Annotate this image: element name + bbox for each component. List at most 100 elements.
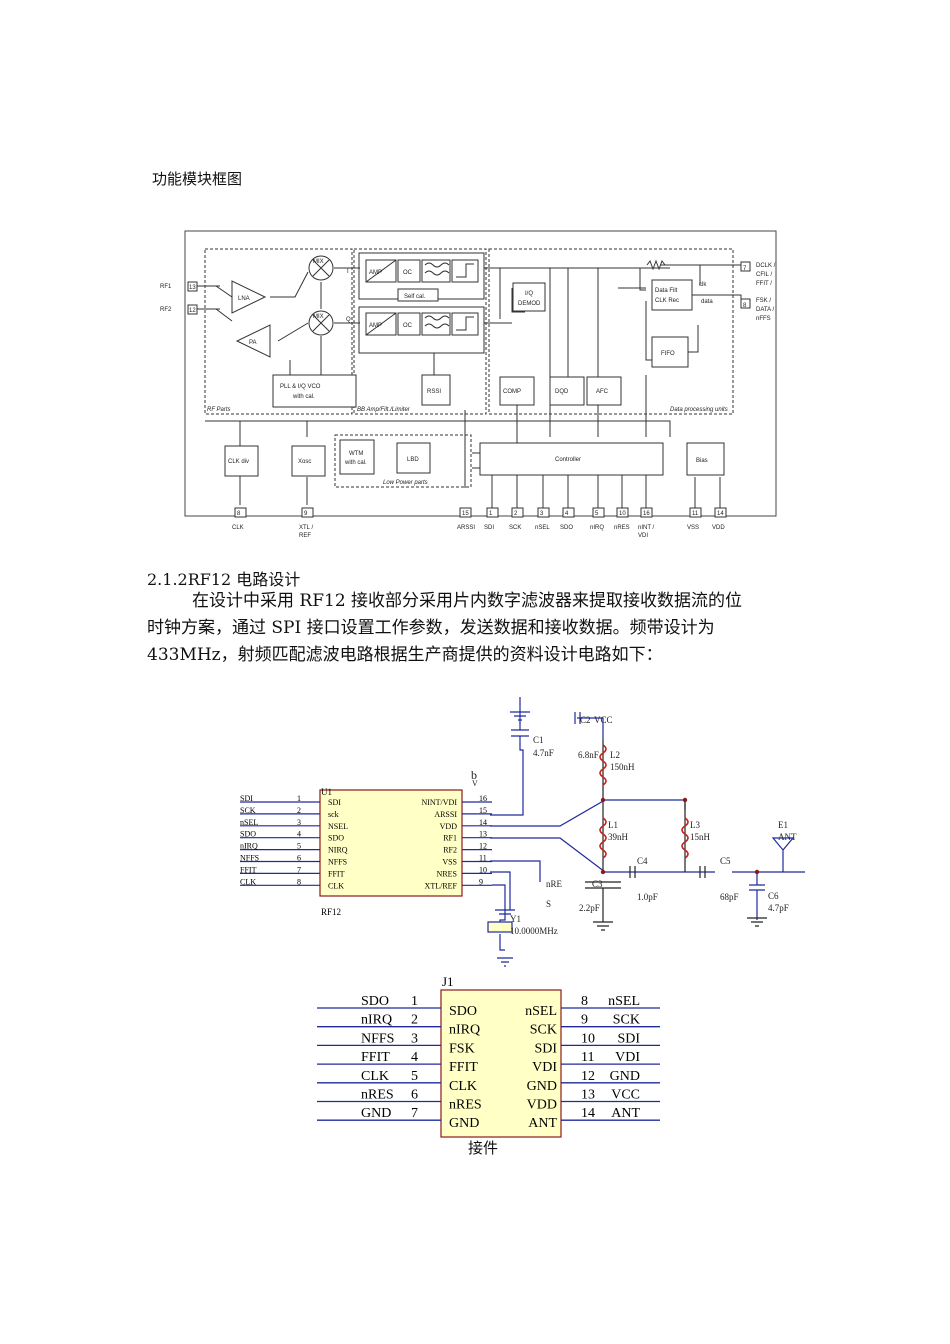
net-label: CLK — [240, 877, 256, 886]
pin-label: XTL / — [299, 525, 313, 531]
svg-text:FFIT /: FFIT / — [756, 281, 772, 287]
svg-text:ANT: ANT — [778, 832, 797, 842]
pin-number: 12 — [479, 842, 487, 851]
pin-number: 2 — [297, 806, 301, 815]
pin-label: SCK — [509, 525, 521, 531]
pin-box — [486, 507, 499, 518]
svg-text:RF1: RF1 — [160, 284, 172, 290]
pin-name: SDI — [328, 798, 341, 807]
svg-text:10.0000MHz: 10.0000MHz — [510, 926, 558, 936]
pin-name: CLK — [328, 881, 344, 890]
pin-number: 2 — [514, 511, 518, 517]
svg-text:FSK /: FSK / — [756, 298, 771, 304]
svg-text:E1: E1 — [778, 820, 788, 830]
pin-box — [616, 507, 629, 518]
pin-box — [689, 507, 702, 518]
pin-box — [459, 507, 472, 518]
pin-number: 6 — [411, 1088, 418, 1103]
svg-text:CFIL /: CFIL / — [756, 272, 772, 278]
svg-text:DATA /: DATA / — [756, 307, 774, 313]
svg-text:LNA: LNA — [238, 296, 250, 302]
net-label: GND — [610, 1069, 640, 1084]
connector-caption: 接件 — [468, 1139, 499, 1157]
pin-number: 2 — [411, 1013, 418, 1028]
svg-text:clk: clk — [699, 282, 707, 288]
pin-name: NSEL — [328, 822, 348, 831]
svg-text:MIX: MIX — [313, 259, 324, 265]
pin-number: 4 — [411, 1050, 418, 1065]
pin-label: VDD — [712, 525, 725, 531]
pin-box — [234, 507, 247, 518]
svg-text:13: 13 — [189, 285, 196, 291]
svg-text:4.7nF: 4.7nF — [533, 748, 554, 758]
svg-text:L2: L2 — [610, 750, 620, 760]
block-diagram: RF1 RF2 13 12 LNA PA MIX MIX PLL & I/Q V… — [160, 230, 777, 539]
svg-text:6.8nF: 6.8nF — [578, 750, 599, 760]
svg-text:nFFS: nFFS — [756, 316, 771, 322]
pin-label: nSEL — [535, 525, 550, 531]
pin-number: 5 — [411, 1069, 418, 1084]
pin-name: SDO — [328, 834, 344, 843]
svg-text:C6: C6 — [768, 891, 779, 901]
pin-label: nINT / — [638, 525, 655, 531]
svg-text:AMP: AMP — [369, 323, 382, 329]
svg-text:AFC: AFC — [596, 389, 609, 395]
net-label: SCK — [613, 1013, 640, 1028]
pin-number: 14 — [479, 818, 487, 827]
pin-label: nIRQ — [590, 525, 604, 531]
pin-name: NFFS — [328, 858, 347, 867]
pin-number: 11 — [692, 511, 699, 517]
svg-text:COMP: COMP — [503, 389, 521, 395]
svg-text:39nH: 39nH — [608, 832, 629, 842]
figure-caption: 功能模块框图 — [152, 170, 243, 188]
pin-box — [592, 507, 605, 518]
net-label: nSEL — [240, 818, 258, 827]
pin-number: 8 — [581, 994, 588, 1009]
svg-text:with cal.: with cal. — [344, 460, 367, 466]
net-label: nSEL — [608, 994, 640, 1009]
svg-text:4.7pF: 4.7pF — [768, 903, 789, 913]
pin-box — [511, 507, 524, 518]
pin-name: FFIT — [328, 869, 345, 878]
pin-name: FSK — [449, 1041, 475, 1056]
svg-text:DCLK /: DCLK / — [756, 263, 776, 269]
net-label: SDI — [617, 1031, 640, 1046]
pin-name: VDI — [532, 1060, 557, 1075]
svg-text:12: 12 — [189, 308, 196, 314]
svg-text:data: data — [701, 299, 713, 305]
svg-text:Self cal.: Self cal. — [404, 294, 426, 300]
svg-text:68pF: 68pF — [720, 892, 739, 902]
svg-text:15nH: 15nH — [690, 832, 711, 842]
svg-text:C1: C1 — [533, 735, 544, 745]
net-label: nIRQ — [240, 842, 258, 851]
net-label: CLK — [361, 1069, 389, 1084]
svg-text:RF Parts: RF Parts — [207, 407, 231, 413]
pin-number: 4 — [297, 830, 301, 839]
svg-text:C3: C3 — [592, 879, 603, 889]
svg-text:C4: C4 — [637, 856, 648, 866]
svg-text:150nH: 150nH — [610, 762, 635, 772]
svg-text:CLK Rec: CLK Rec — [655, 298, 679, 304]
pin-box — [537, 507, 550, 518]
pin-number: 3 — [540, 511, 544, 517]
chip-body — [319, 789, 463, 897]
pin-number: 8 — [237, 511, 241, 517]
pin-number: 3 — [411, 1031, 418, 1046]
pin-name: XTL/REF — [425, 881, 458, 890]
pin-box — [640, 507, 653, 518]
pin-label: REF — [299, 533, 311, 539]
pin-number: 8 — [297, 877, 301, 886]
svg-text:WTM: WTM — [349, 451, 363, 457]
svg-text:b: b — [471, 768, 477, 782]
pin-name: nSEL — [525, 1004, 557, 1019]
pin-number: 3 — [297, 818, 301, 827]
pin-label: VSS — [687, 525, 699, 531]
svg-text:J1: J1 — [442, 975, 454, 989]
pin-number: 14 — [581, 1106, 595, 1121]
svg-text:2.2pF: 2.2pF — [579, 903, 600, 913]
pin-number: 1 — [411, 994, 418, 1009]
svg-text:nRE: nRE — [546, 879, 563, 889]
pin-number: 5 — [595, 511, 599, 517]
net-label: nIRQ — [361, 1013, 392, 1028]
